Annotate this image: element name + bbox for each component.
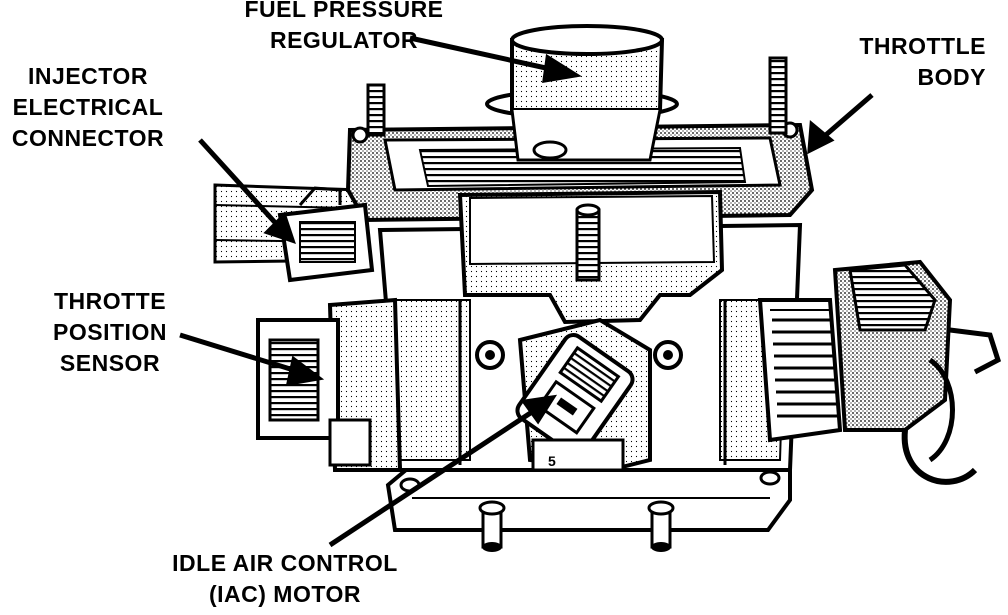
mounting-studs [366,56,788,137]
iac-motor-label: IDLE AIR CONTROL (IAC) MOTOR [172,550,398,607]
injector-connector-label: INJECTOR ELECTRICAL CONNECTOR [11,63,165,151]
iac-motor-part [475,317,683,473]
vacuum-ports [478,500,675,552]
fuel-pressure-regulator-part [485,24,679,162]
base-plate [385,463,792,532]
throttle-linkage [757,259,1002,485]
throttle-body-label: THROTTLE BODY [859,33,986,90]
part-number-5: 5 [548,453,556,469]
leader-lines [179,35,874,548]
throttle-position-sensor-part [256,297,403,472]
fuel-pressure-regulator-label: FUEL PRESSURE REGULATOR [244,0,444,53]
front-cover-plate [457,189,725,325]
injector-connector-part [277,186,375,283]
throttle-position-sensor-label: THROTTE POSITION SENSOR [53,288,167,376]
